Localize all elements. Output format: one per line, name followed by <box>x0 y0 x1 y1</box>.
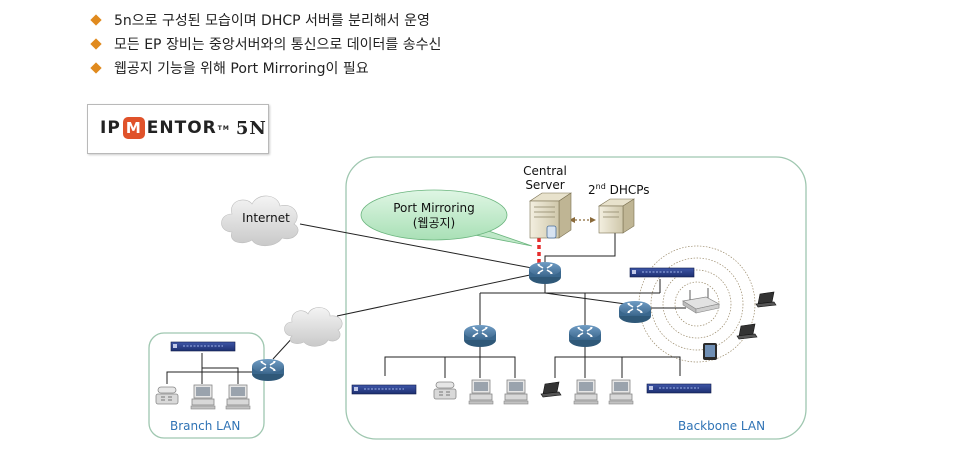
network-links <box>166 223 686 384</box>
distribution-router-icon <box>463 324 497 348</box>
wireless-router-icon <box>618 300 652 324</box>
ep-switch-icon <box>629 267 695 278</box>
bullet-text: 웹공지 기능을 위해 Port Mirroring이 필요 <box>114 61 369 77</box>
ipmentor-logo: IP M ENTOR TM 5N <box>87 104 269 154</box>
central-label: Central <box>523 164 567 178</box>
ep-switch-icon <box>646 383 712 394</box>
pc-icon <box>468 379 494 405</box>
ip-phone-icon <box>433 381 457 400</box>
bullet-list: 5n으로 구성된 모습이며 DHCP 서버를 분리해서 운영 모든 EP 장비는… <box>90 8 441 80</box>
logo-suffix: ENTOR <box>146 118 217 138</box>
wireless-signal-icon <box>638 245 756 363</box>
pc-icon <box>573 379 599 405</box>
bullet-text: 5n으로 구성된 모습이며 DHCP 서버를 분리해서 운영 <box>114 13 430 29</box>
logo-trademark: TM <box>217 124 230 132</box>
branch-router-icon <box>251 358 285 382</box>
wan-cloud <box>284 307 343 347</box>
ip-phone-icon <box>155 386 179 405</box>
backbone-lan-label: Backbone LAN <box>678 419 765 433</box>
bullet-item: 웹공지 기능을 위해 Port Mirroring이 필요 <box>90 56 441 80</box>
bullet-item: 5n으로 구성된 모습이며 DHCP 서버를 분리해서 운영 <box>90 8 441 32</box>
pc-icon <box>608 379 634 405</box>
core-router-icon <box>528 261 562 285</box>
distribution-router-icon <box>568 324 602 348</box>
ep-switch-icon <box>351 384 417 395</box>
bullet-item: 모든 EP 장비는 중앙서버와의 통신으로 데이터를 송수신 <box>90 32 441 56</box>
tablet-icon <box>703 343 717 360</box>
logo-m-badge: M <box>122 117 145 139</box>
port-mirroring-callout: Port Mirroring (웹공지) <box>360 189 533 247</box>
dhcp-sync-arrow <box>569 217 596 223</box>
central-server: Central Server <box>523 164 572 239</box>
pc-icon <box>503 379 529 405</box>
access-point-icon <box>682 288 720 314</box>
logo-wordmark: IP M ENTOR TM 5N <box>100 117 267 139</box>
internet-label: Internet <box>242 211 290 225</box>
logo-prefix: IP <box>100 118 121 138</box>
bullet-text: 모든 EP 장비는 중앙서버와의 통신으로 데이터를 송수신 <box>114 37 442 53</box>
branch-lan-label: Branch LAN <box>170 419 240 433</box>
logo-version: 5N <box>235 117 267 139</box>
pc-icon <box>225 384 251 410</box>
dhcp-server: 2nd DHCPs <box>588 182 650 234</box>
dhcp-label: 2nd DHCPs <box>588 182 650 197</box>
web-notice-label: (웹공지) <box>413 216 455 230</box>
ep-switch-icon <box>170 341 236 352</box>
port-mirroring-label: Port Mirroring <box>393 201 475 215</box>
internet-cloud: Internet <box>221 195 299 247</box>
server-label: Server <box>525 178 564 192</box>
pc-icon <box>190 384 216 410</box>
